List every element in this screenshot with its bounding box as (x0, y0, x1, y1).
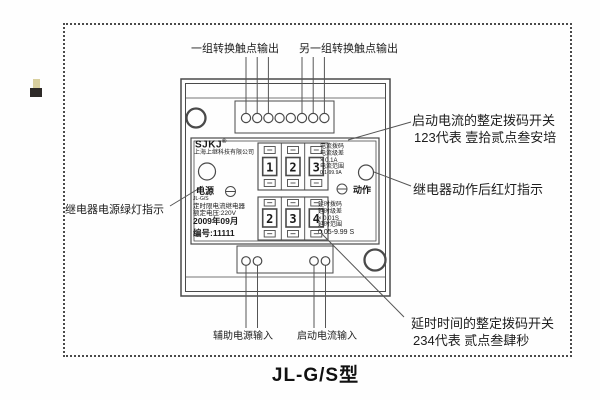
bottom-terminal-recess (236, 245, 334, 274)
annotation-delay-dip-2: 234代表 贰点叁肆秒 (413, 333, 530, 348)
annotation-red-led: 继电器动作后红灯指示 (413, 182, 544, 197)
annotation-green-led: 继电器电源绿灯指示 (65, 204, 164, 216)
dip-switch-block-delay (257, 196, 329, 241)
mounting-hole-top-left (185, 107, 207, 129)
power-led (197, 162, 217, 181)
dip-digit: 1 (266, 160, 273, 174)
mounting-hole-bottom-right (363, 248, 387, 272)
panel-outer-rect (190, 137, 380, 245)
delay-spec-line: 延时范围 (318, 222, 343, 229)
power-screw (225, 186, 236, 197)
device-outer-rect (180, 78, 391, 297)
page-edge-mark-light (33, 79, 40, 88)
delay-spec-block: 延时拨码 延时级差 × 0.01S 延时范围 0.05-9.99 S (318, 202, 354, 237)
company-name: 上海上继科技有限公司 (194, 150, 255, 156)
dip-digits: 1 2 3 2 3 4 (266, 160, 320, 226)
dip-digit: 4 (313, 212, 320, 226)
delay-spec-line: 延时级差 (318, 208, 343, 215)
bottom-terminals (241, 256, 331, 266)
annotation-current-dip-1: 启动电流的整定拨码开关 (412, 113, 556, 128)
annotation-aux-power-input: 辅助电源输入 (213, 331, 273, 342)
brand-logo: SJKJ® (195, 139, 227, 150)
device-inner-rect (185, 83, 386, 292)
manufacture-date: 2009年09月 (193, 215, 239, 226)
annotation-current-dip-2: 123代表 壹拾贰点叁安培 (414, 130, 557, 145)
brand-text: SJKJ (195, 139, 223, 151)
annotation-contact-group1: 一组转换触点输出 (191, 43, 279, 55)
figure-title: JL-G/S型 (271, 365, 360, 386)
top-terminal-recess (234, 100, 335, 134)
current-spec-line: 电流范围 (320, 164, 345, 171)
action-led-label: 动作 (353, 185, 372, 195)
current-spec-line: 电流级差 (320, 150, 345, 157)
serial-number: 编号:11111 (193, 228, 235, 238)
leader-lines (169, 57, 412, 328)
annotation-start-current-input: 启动电流输入 (297, 331, 357, 342)
diagram-dashed-border (63, 23, 572, 357)
current-spec-line: 0.1-99.9A (320, 170, 342, 177)
delay-spec-line: 0.05-9.99 S (318, 229, 355, 237)
dip-switch-block-current (257, 142, 329, 191)
dip-digit: 2 (266, 212, 273, 226)
device-info-block: JL-G/S 定时限电流继电器 额定电压:220V 2009年09月 编号:11… (193, 196, 245, 239)
page-edge-mark-dark (30, 88, 42, 97)
dip-digit: 3 (313, 160, 320, 174)
annotation-delay-dip-1: 延时时间的整定拨码开关 (411, 316, 555, 331)
power-led-label: 电源 (196, 186, 215, 196)
action-led (357, 164, 375, 181)
rated-voltage: 额定电压:220V (193, 209, 236, 217)
registered-mark: ® (222, 139, 227, 145)
current-spec-line: × 0.1A (320, 157, 338, 164)
delay-spec-line: × 0.01S (318, 215, 339, 222)
current-spec-line: 电流拨码 (320, 144, 345, 150)
dip-digit: 2 (289, 160, 296, 174)
current-spec-block: 电流拨码 电流级差 × 0.1A 电流范围 0.1-99.9A (320, 144, 344, 177)
delay-spec-line: 延时拨码 (318, 202, 343, 208)
dip-digit: 3 (289, 212, 296, 226)
top-terminals (240, 112, 330, 124)
annotation-contact-group2: 另一组转换触点输出 (299, 43, 398, 55)
model-small: JL-G/S (193, 196, 209, 202)
device-type: 定时限电流继电器 (193, 202, 245, 210)
action-screw (336, 183, 348, 195)
